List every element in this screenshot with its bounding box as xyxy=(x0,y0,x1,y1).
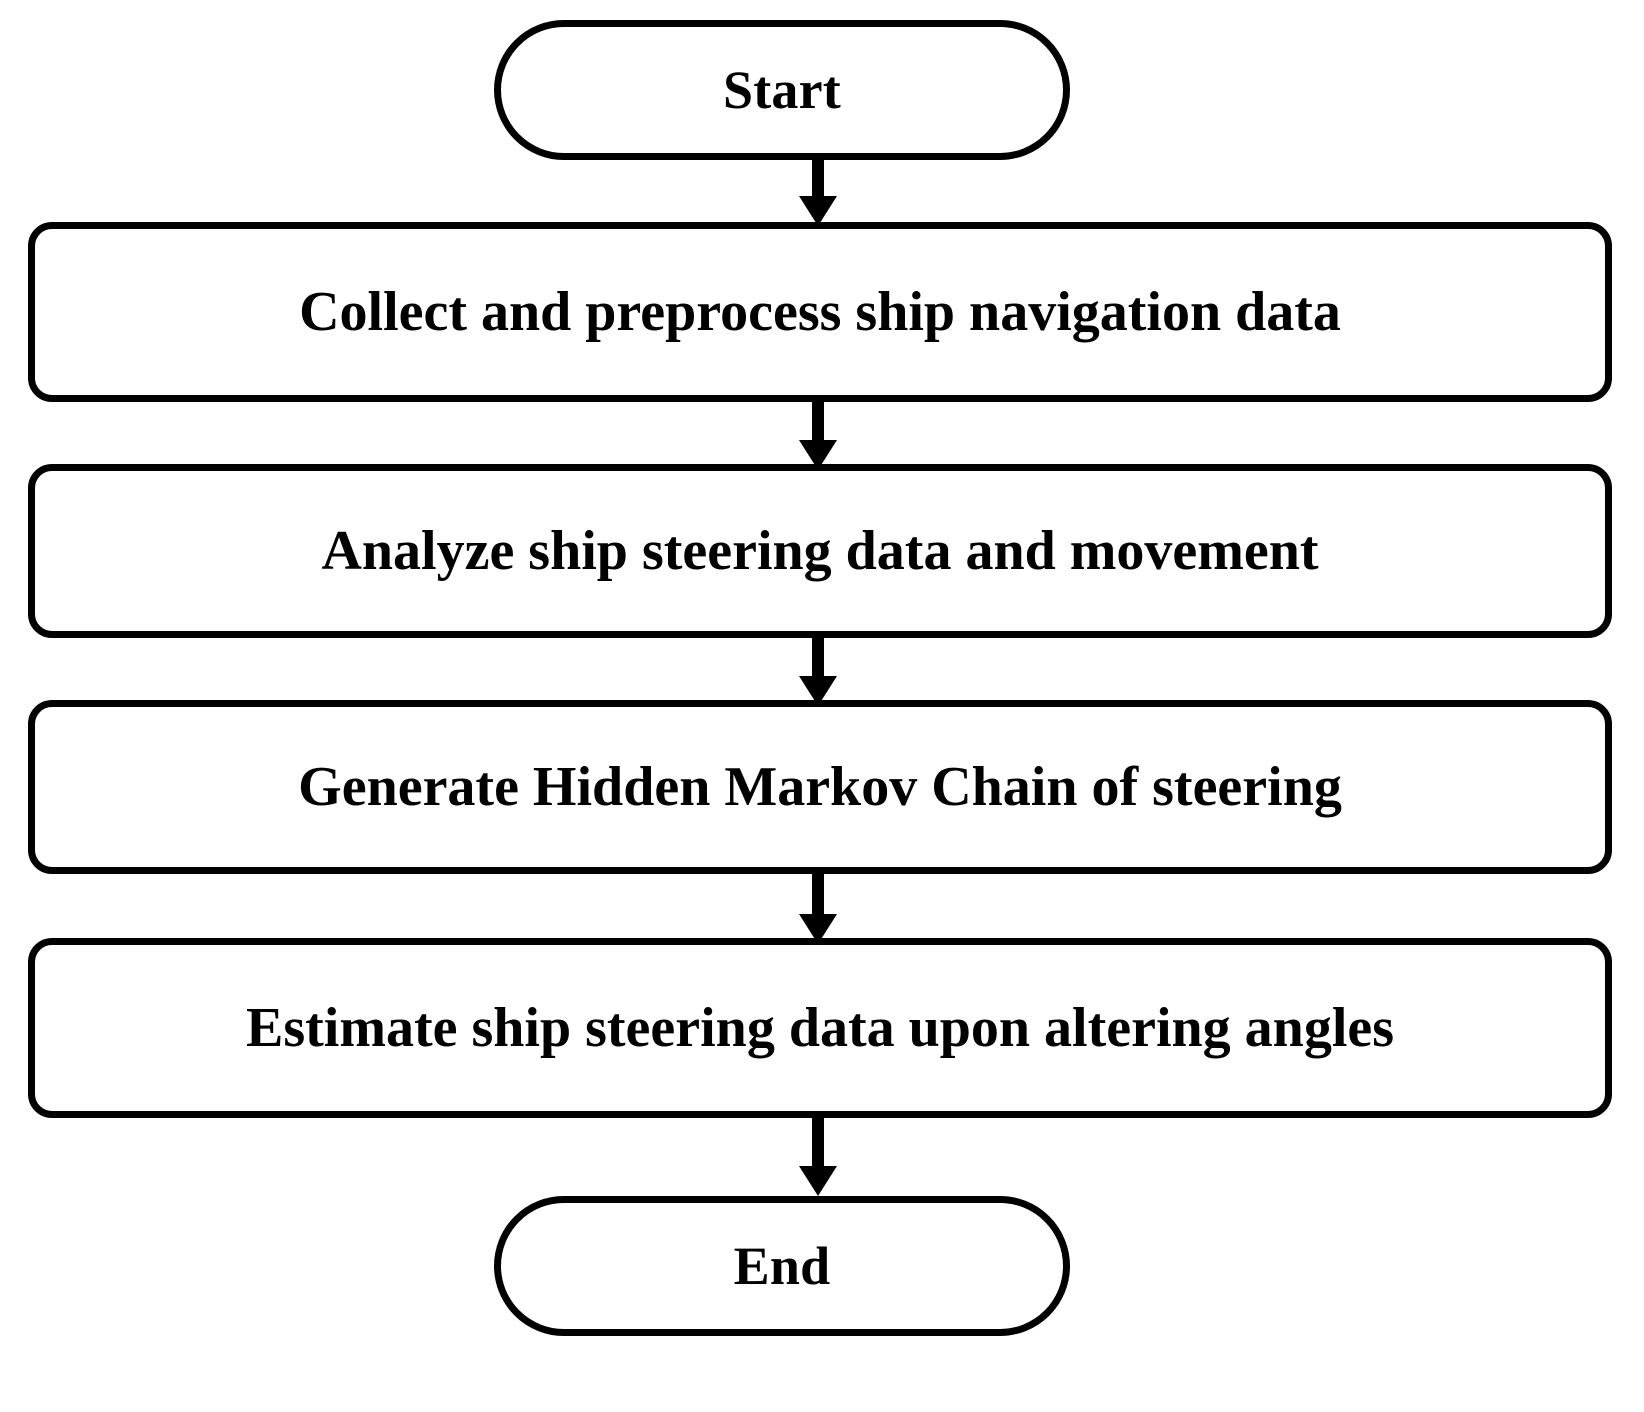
node-analyze-steering[interactable]: Analyze ship steering data and movement xyxy=(28,464,1612,638)
node-start-label: Start xyxy=(723,60,841,120)
node-generate-markov-chain[interactable]: Generate Hidden Markov Chain of steering xyxy=(28,700,1612,874)
node-estimate-steering[interactable]: Estimate ship steering data upon alterin… xyxy=(28,938,1612,1118)
node-analyze-steering-label: Analyze ship steering data and movement xyxy=(321,520,1319,582)
node-end-label: End xyxy=(733,1236,831,1296)
node-start[interactable]: Start xyxy=(494,20,1070,160)
node-collect-preprocess[interactable]: Collect and preprocess ship navigation d… xyxy=(28,222,1612,402)
arrow-shaft xyxy=(812,1118,824,1170)
arrow-head xyxy=(799,1166,837,1196)
arrow-shaft xyxy=(812,160,824,200)
node-collect-preprocess-label: Collect and preprocess ship navigation d… xyxy=(299,281,1341,343)
node-estimate-steering-label: Estimate ship steering data upon alterin… xyxy=(245,997,1395,1059)
arrow-head xyxy=(799,196,837,226)
arrow-shaft xyxy=(812,402,824,444)
node-generate-markov-chain-label: Generate Hidden Markov Chain of steering xyxy=(298,756,1342,818)
arrow-shaft xyxy=(812,638,824,680)
arrow-shaft xyxy=(812,874,824,918)
node-end[interactable]: End xyxy=(494,1196,1070,1336)
